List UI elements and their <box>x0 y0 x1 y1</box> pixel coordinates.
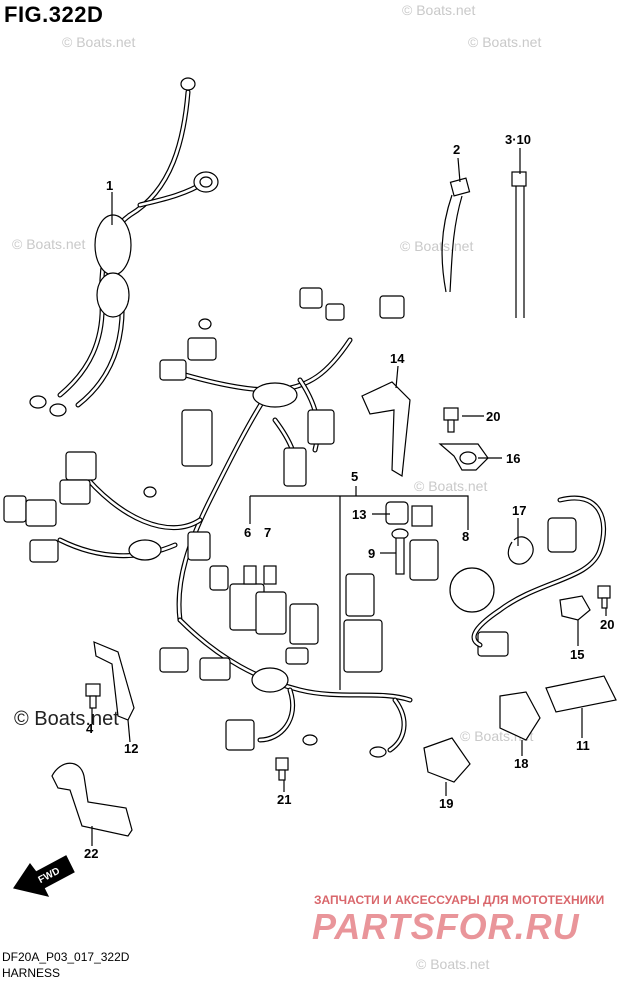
diagram-code: DF20A_P03_017_322D <box>2 950 130 964</box>
clamp-16 <box>438 443 489 471</box>
callout-14: 14 <box>390 351 405 366</box>
main-wiring-harness <box>3 287 509 758</box>
bolt-20-upper <box>443 407 459 433</box>
callout-5: 5 <box>351 469 358 484</box>
callout-4: 4 <box>86 721 94 736</box>
sensor-9 <box>391 528 409 575</box>
clip-17 <box>507 536 534 565</box>
callout-13: 13 <box>352 507 366 522</box>
bracket-14 <box>361 381 411 477</box>
callout-3-10: 3·10 <box>505 132 531 147</box>
bracket-15 <box>559 595 591 621</box>
figure-title: FIG.322D <box>4 2 104 27</box>
callout-20-lower: 20 <box>600 617 614 632</box>
callout-20-upper: 20 <box>486 409 500 424</box>
watermark: © Boats.net <box>400 238 474 254</box>
callout-21: 21 <box>277 792 291 807</box>
callout-8: 8 <box>462 529 469 544</box>
bracket-12 <box>93 641 135 721</box>
callout-7: 7 <box>264 525 271 540</box>
watermark: © Boats.net <box>468 34 542 50</box>
callout-1: 1 <box>106 178 113 193</box>
bolt-21 <box>275 757 289 781</box>
callout-11: 11 <box>576 738 590 753</box>
diagram-name: HARNESS <box>2 966 61 980</box>
callout-18: 18 <box>514 756 528 771</box>
callout-16: 16 <box>506 451 520 466</box>
watermark: © Boats.net <box>414 478 488 494</box>
watermark: © Boats.net <box>402 2 476 18</box>
promo-tagline: ЗАПЧАСТИ И АКСЕССУАРЫ ДЛЯ МОТОТЕХНИКИ <box>314 893 605 907</box>
cable-tie-2 <box>441 177 471 293</box>
callout-15: 15 <box>570 647 584 662</box>
bolt-20-lower <box>597 585 611 609</box>
cable-tie-3 <box>511 171 527 318</box>
callout-12: 12 <box>124 741 138 756</box>
callout-9: 9 <box>368 546 375 561</box>
callout-6: 6 <box>244 525 251 540</box>
battery-cable-harness <box>29 77 219 417</box>
holder-18 <box>499 691 541 741</box>
fuse-6 <box>243 565 257 585</box>
callouts: 1 2 3·10 14 20 16 5 13 9 6 7 8 17 20 15 … <box>84 132 614 861</box>
tape-11 <box>545 675 617 713</box>
gasket-13 <box>385 501 433 527</box>
callout-19: 19 <box>439 796 453 811</box>
watermark: © Boats.net <box>62 34 136 50</box>
bracket-22 <box>51 762 133 837</box>
sensor-harness <box>471 495 607 648</box>
watermark: © Boats.net <box>416 956 490 972</box>
watermark: © Boats.net <box>12 236 86 252</box>
leader-lines <box>91 148 607 846</box>
callout-17: 17 <box>512 503 526 518</box>
holder-19 <box>423 737 471 783</box>
fwd-arrow-icon: FWD <box>13 855 75 897</box>
fuse-7 <box>263 565 277 585</box>
bolt-4 <box>85 683 101 709</box>
promo-brand-logo: PARTSFOR.RU <box>312 906 580 947</box>
callout-22: 22 <box>84 846 98 861</box>
callout-2: 2 <box>453 142 460 157</box>
